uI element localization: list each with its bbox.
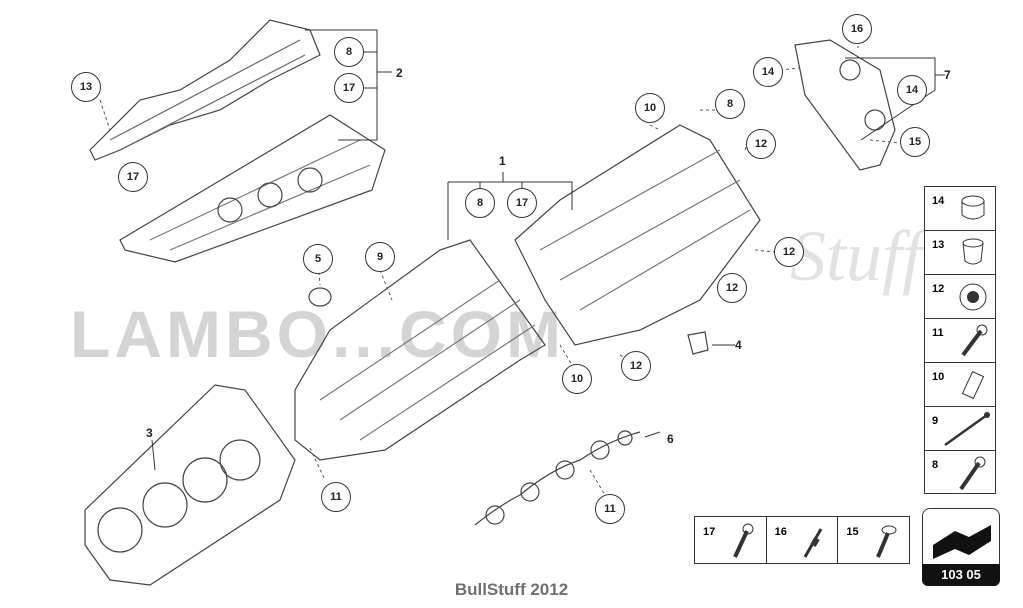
callout-4-label: 4 <box>735 338 742 352</box>
stud-icon <box>803 528 822 558</box>
callout-10: 10 <box>635 93 665 123</box>
callout-8: 8 <box>334 37 364 67</box>
group-label-2: 2 <box>396 66 403 80</box>
callout-12: 12 <box>621 351 651 381</box>
callout-17: 17 <box>334 73 364 103</box>
callout-12: 12 <box>746 129 776 159</box>
right-cylinder-head-drawing <box>514 124 761 346</box>
bolt-icon <box>733 523 754 558</box>
head-gasket-drawing <box>84 384 296 586</box>
callout-5: 5 <box>303 244 333 274</box>
sleeve-icon <box>961 195 985 220</box>
legend-item: 10 <box>925 363 995 407</box>
timing-cover-drawing <box>794 39 896 171</box>
screw-icon <box>876 525 897 558</box>
callout-6-label: 6 <box>667 432 674 446</box>
legend-item: 9 <box>925 407 995 451</box>
sleeve-nut-icon <box>961 370 985 400</box>
callout-16: 16 <box>842 14 872 44</box>
callout-11: 11 <box>321 482 351 512</box>
watermark-stuff: Stuff <box>790 216 923 296</box>
parts-legend-column: 14 13 12 11 10 9 8 <box>924 186 996 494</box>
footer-credit: BullStuff 2012 <box>454 580 569 599</box>
callout-8: 8 <box>465 188 495 218</box>
callout-12: 12 <box>717 273 747 303</box>
legend-item: 8 <box>925 451 995 495</box>
plug-icon <box>962 238 984 265</box>
legend-item: 13 <box>925 231 995 275</box>
callout-12: 12 <box>774 237 804 267</box>
seal-ring-drawing <box>308 287 332 307</box>
legend-item: 12 <box>925 275 995 319</box>
nut-icon <box>959 283 987 311</box>
legend-item: 11 <box>925 319 995 363</box>
bolt-icon <box>961 324 988 357</box>
page-reference: 103 05 <box>922 508 1000 586</box>
callout-17: 17 <box>507 188 537 218</box>
callout-3-label: 3 <box>146 426 153 440</box>
group-label-7: 7 <box>944 68 951 82</box>
stud-bolt-icon <box>959 456 986 491</box>
cylinder-head-cover-drawing <box>119 114 386 263</box>
legend-item: 17 <box>695 517 767 563</box>
page-code: 103 05 <box>922 564 1000 586</box>
long-bolt-icon <box>944 412 990 447</box>
callout-10: 10 <box>562 364 592 394</box>
callout-9: 9 <box>365 242 395 272</box>
legend-item: 15 <box>838 517 909 563</box>
legend-item: 16 <box>767 517 839 563</box>
callout-8: 8 <box>715 89 745 119</box>
legend-item: 14 <box>925 187 995 231</box>
callout-15: 15 <box>900 127 930 157</box>
callout-11: 11 <box>595 494 625 524</box>
callout-14: 14 <box>753 57 783 87</box>
plug-drawing <box>687 331 709 355</box>
callout-13: 13 <box>71 72 101 102</box>
callout-17: 17 <box>118 162 148 192</box>
callout-14: 14 <box>897 75 927 105</box>
gasket-set-drawing <box>474 431 641 526</box>
engine-block-icon <box>922 508 1000 564</box>
group-label-1: 1 <box>499 154 506 168</box>
parts-legend-row: 17 16 15 <box>694 516 910 564</box>
watermark-lambo: LAMBO...COM <box>70 297 565 371</box>
left-cylinder-head-drawing <box>294 239 546 461</box>
